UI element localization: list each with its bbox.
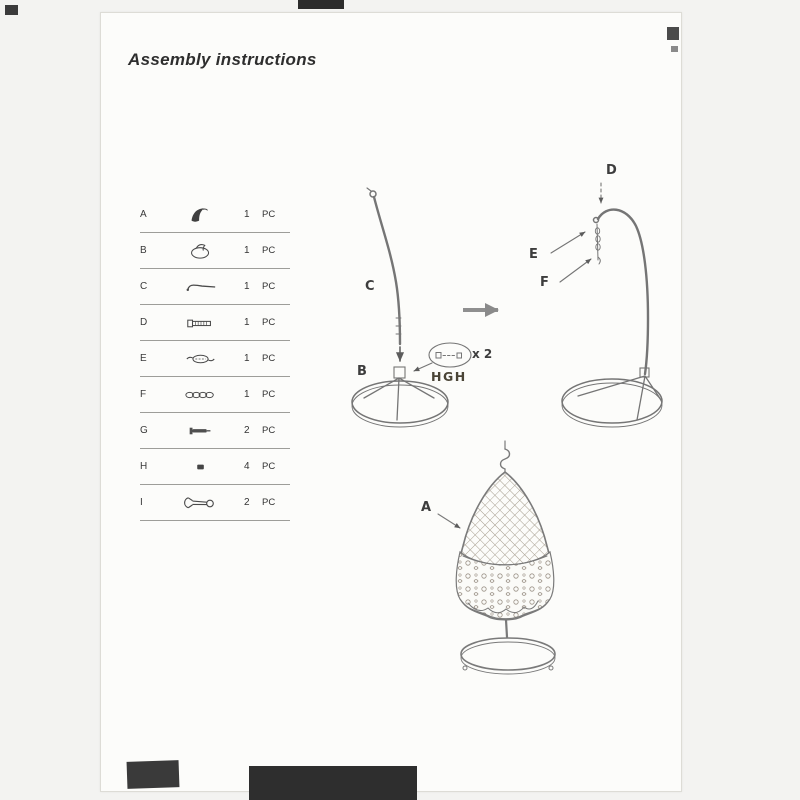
table-row: C 1 PC [140,269,290,305]
table-row: G 2 PC [140,413,290,449]
part-qty: 2 [244,497,250,508]
spring-label: E [529,247,538,262]
part-letter: D [140,317,148,328]
table-row: H 4 PC [140,449,290,485]
hardware-qty-label: x 2 [472,347,493,361]
pole-label: C [365,279,375,294]
page-title: Assembly instructions [128,50,317,69]
part-letter: H [140,461,148,472]
scan-artifact-bottom-center [249,766,417,800]
scan-artifact-right-dot [671,46,678,52]
bolt-part-icon [164,314,238,332]
part-qty: 4 [244,461,250,472]
wrench-part-icon [164,494,238,512]
chain-label: F [540,275,549,290]
table-row: B 1 PC [140,233,290,269]
part-letter: I [140,497,143,508]
part-unit: PC [262,209,276,220]
table-row: E 1 PC [140,341,290,377]
part-qty: 1 [244,317,250,328]
scan-artifact-right-mark [667,27,679,40]
part-qty: 1 [244,245,250,256]
part-qty: 1 [244,389,250,400]
scan-artifact-top-strip [298,0,344,9]
part-letter: F [140,389,147,400]
part-unit: PC [262,281,276,292]
table-row: I 2 PC [140,485,290,521]
part-letter: A [140,209,147,220]
base-label: B [357,364,367,379]
part-unit: PC [262,245,276,256]
screw-part-icon [164,422,238,440]
part-unit: PC [262,497,276,508]
chain-part-icon [164,386,238,404]
scan-artifact-top-left [5,5,18,15]
part-letter: G [140,425,148,436]
part-letter: C [140,281,148,292]
part-unit: PC [262,389,276,400]
table-row: F 1 PC [140,377,290,413]
parts-list: A 1 PC B 1 PC C 1 PC D 1 PC E 1 [140,197,290,521]
chair-label: A [421,500,432,515]
part-qty: 1 [244,281,250,292]
part-qty: 1 [244,353,250,364]
part-qty: 2 [244,425,250,436]
chair-body-part-icon [164,206,238,224]
hardware-label: HGH [431,369,467,384]
part-unit: PC [262,461,276,472]
scan-artifact-bottom-left [126,760,180,789]
nut-part-icon [164,458,238,476]
part-letter: E [140,353,147,364]
part-letter: B [140,245,147,256]
spring-link-part-icon [164,350,238,368]
table-row: A 1 PC [140,197,290,233]
part-unit: PC [262,353,276,364]
top-hook-label: D [606,163,617,178]
part-unit: PC [262,317,276,328]
part-unit: PC [262,425,276,436]
base-ring-part-icon [164,242,238,260]
pole-rod-part-icon [164,278,238,296]
table-row: D 1 PC [140,305,290,341]
part-qty: 1 [244,209,250,220]
